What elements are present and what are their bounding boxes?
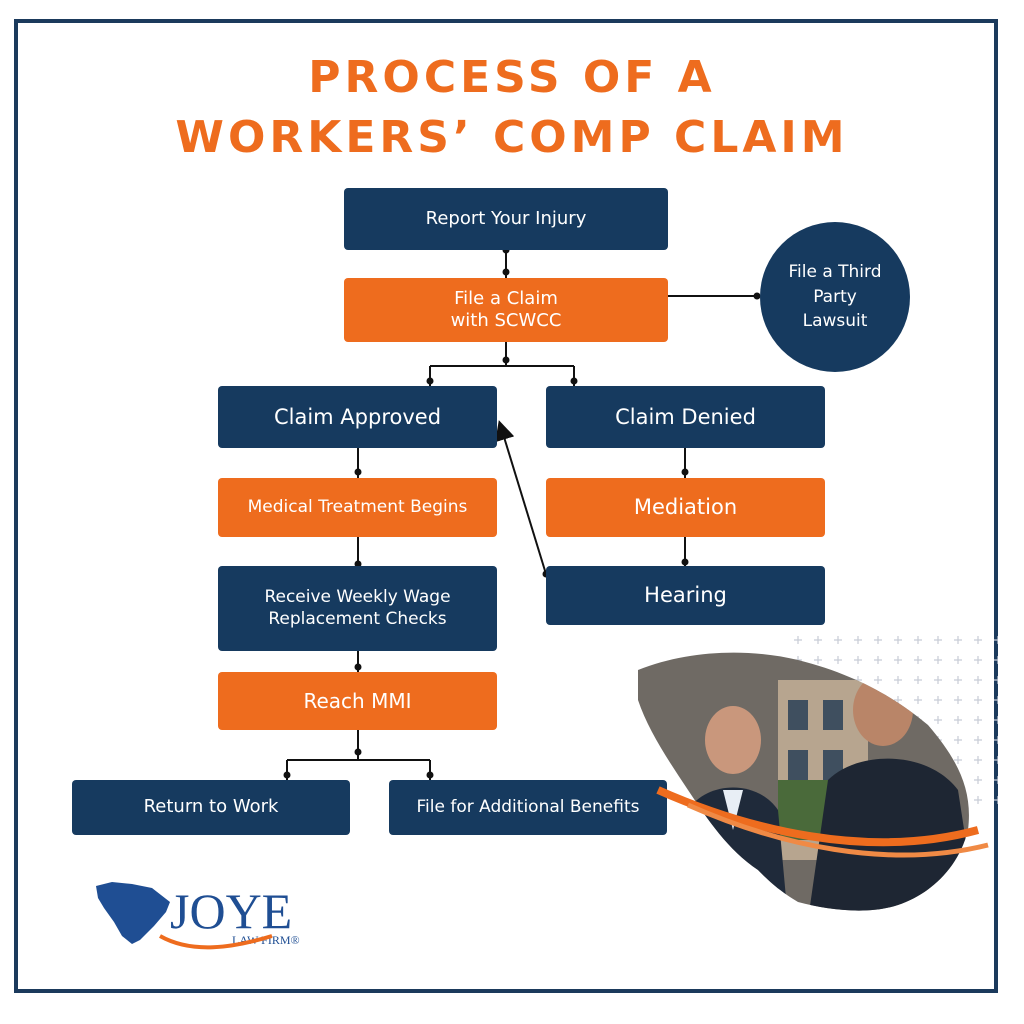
- node-third-party-label-line-2: Party: [813, 286, 857, 307]
- connector-hearing-to-claim-approved: [495, 420, 547, 575]
- logo-swoosh-icon: [159, 934, 273, 950]
- node-claim-denied: Claim Denied: [546, 386, 825, 448]
- state-shape-icon: [96, 882, 170, 944]
- node-third-party-label-line-3: Lawsuit: [802, 311, 868, 332]
- node-weekly-wage-label-line-1: Receive Weekly Wage: [264, 587, 451, 608]
- node-file-claim: File a Claim with SCWCC: [344, 278, 668, 342]
- orange-swoosh-2: [686, 802, 989, 858]
- decorative-photo-collage: [638, 630, 998, 911]
- node-claim-denied-label: Claim Denied: [615, 404, 756, 429]
- logo-name-text: JOYE: [170, 883, 292, 939]
- node-return-to-work-label: Return to Work: [143, 796, 279, 818]
- title-line-2: WORKERS’ COMP CLAIM: [175, 112, 849, 163]
- title-line-1: PROCESS OF A: [308, 52, 716, 103]
- node-third-party-label-line-1: File a Third: [788, 262, 882, 283]
- page-frame: [14, 19, 998, 993]
- node-claim-approved-label: Claim Approved: [273, 404, 442, 429]
- node-mediation-label: Mediation: [633, 495, 738, 520]
- node-return-to-work: Return to Work: [72, 780, 350, 835]
- orange-swoosh-1: [656, 786, 980, 847]
- node-report-injury-label: Report Your Injury: [425, 207, 587, 229]
- node-file-claim-label-line-2: with SCWCC: [450, 310, 562, 331]
- node-hearing-label: Hearing: [644, 583, 727, 608]
- node-reach-mmi: Reach MMI: [218, 672, 497, 730]
- node-additional-benefits: File for Additional Benefits: [389, 780, 667, 835]
- node-claim-approved: Claim Approved: [218, 386, 497, 448]
- node-reach-mmi-label: Reach MMI: [303, 688, 412, 713]
- node-additional-benefits-label: File for Additional Benefits: [416, 796, 640, 817]
- node-mediation: Mediation: [546, 478, 825, 537]
- node-medical-treatment: Medical Treatment Begins: [218, 478, 497, 537]
- node-third-party-lawsuit: File a Third Party Lawsuit: [760, 222, 910, 372]
- node-weekly-wage-label-line-2: Replacement Checks: [268, 608, 447, 629]
- node-report-injury: Report Your Injury: [344, 188, 668, 250]
- person-left-face: [705, 706, 761, 774]
- node-weekly-wage: Receive Weekly Wage Replacement Checks: [218, 566, 497, 651]
- joye-law-firm-logo: JOYE LAW FIRM®: [96, 882, 300, 950]
- node-medical-treatment-label: Medical Treatment Begins: [247, 496, 468, 517]
- node-file-claim-label-line-1: File a Claim: [454, 287, 558, 309]
- node-hearing: Hearing: [546, 566, 825, 625]
